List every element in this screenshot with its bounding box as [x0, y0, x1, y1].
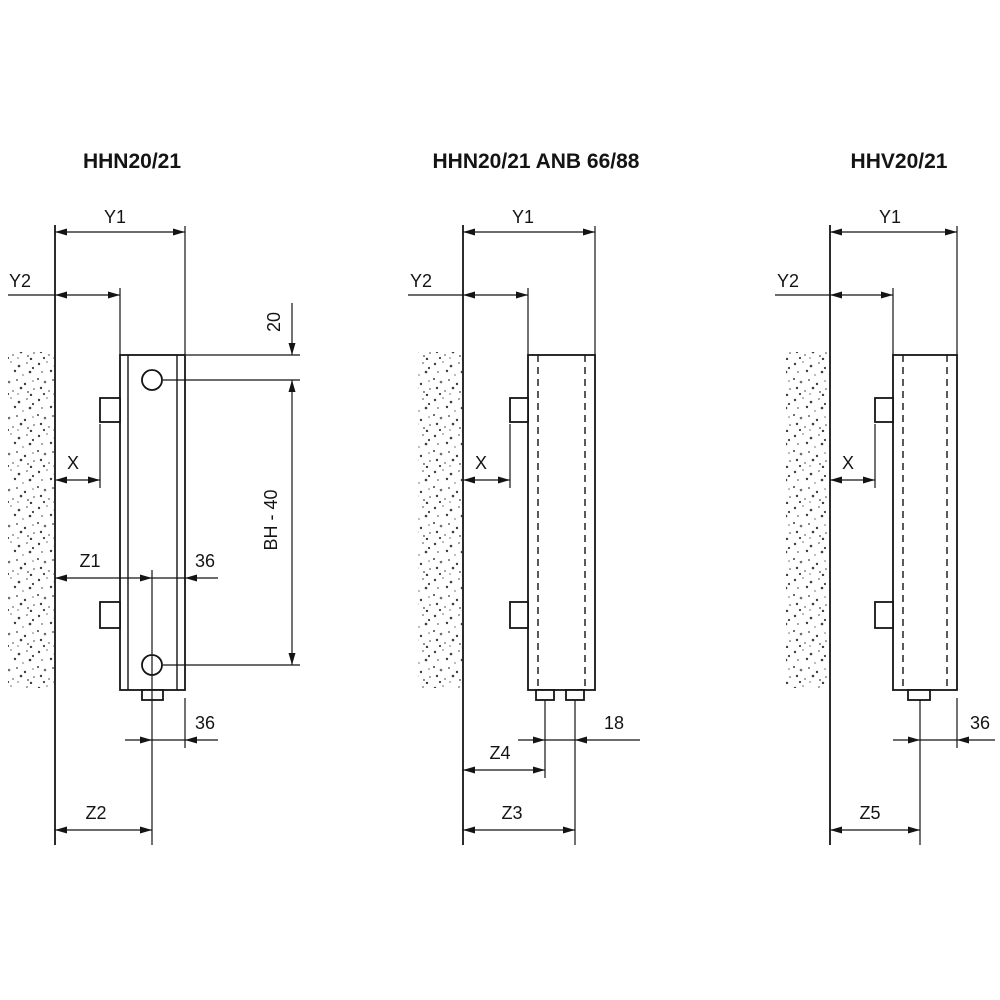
dim-label-y1: Y1 — [104, 207, 126, 227]
dim-label-y1: Y1 — [512, 207, 534, 227]
dim-y2: Y2 — [408, 271, 529, 355]
dim-label-36-lower: 36 — [195, 713, 215, 733]
top-tapping-circle — [141, 369, 163, 391]
dim-label-36-upper: 36 — [195, 551, 215, 571]
dim-label-18: 18 — [604, 713, 624, 733]
dim-z3: Z3 — [463, 803, 575, 834]
wall-bracket-lower — [99, 601, 121, 629]
dim-label-z1: Z1 — [79, 551, 100, 571]
dim-x: X — [830, 424, 876, 488]
wall-texture — [418, 352, 462, 688]
dim-36: 36 — [893, 698, 995, 845]
dim-z4: Z4 — [463, 743, 545, 774]
wall-bracket-upper — [99, 397, 121, 423]
diagram-title: HHN20/21 ANB 66/88 — [433, 150, 640, 173]
radiator-outline — [527, 354, 596, 691]
bottom-connection-stub-right — [565, 689, 585, 701]
diagram-hhn20-21: HHN20/21 Y1 Y2 — [8, 150, 300, 845]
dim-y1: Y1 — [463, 207, 596, 355]
dim-36-lower: 36 — [125, 698, 218, 748]
dim-label-z5: Z5 — [859, 803, 880, 823]
dim-label-y2: Y2 — [410, 271, 432, 291]
dim-label-36: 36 — [970, 713, 990, 733]
dim-label-y2: Y2 — [777, 271, 799, 291]
dim-z2: Z2 — [55, 803, 152, 834]
wall-bracket-upper — [874, 397, 894, 423]
dim-label-z2: Z2 — [85, 803, 106, 823]
dim-z1-and-36: Z1 36 — [55, 551, 218, 845]
dim-x: X — [55, 424, 101, 488]
dim-y2: Y2 — [8, 271, 121, 355]
dim-y1: Y1 — [830, 207, 958, 355]
dim-label-y2: Y2 — [9, 271, 31, 291]
dim-y2: Y2 — [775, 271, 894, 355]
diagram-title: HHN20/21 — [83, 150, 181, 173]
diagram-hhn20-21-anb: HHN20/21 ANB 66/88 Y1 Y2 — [408, 150, 640, 845]
wall-bracket-lower — [509, 601, 529, 629]
radiator-body — [509, 354, 596, 701]
dim-z5: Z5 — [830, 803, 920, 834]
dim-label-x: X — [67, 453, 79, 473]
wall-bracket-upper — [509, 397, 529, 423]
dim-label-height: BH - 40 — [261, 489, 281, 550]
bottom-connection-stub-left — [535, 689, 555, 701]
dim-label-z3: Z3 — [501, 803, 522, 823]
diagram-title: HHV20/21 — [851, 150, 948, 173]
dim-label-x: X — [842, 453, 854, 473]
dim-label-top-offset: 20 — [264, 312, 284, 332]
dim-label-x: X — [475, 453, 487, 473]
wall-texture — [8, 352, 54, 688]
wall-bracket-lower — [874, 601, 894, 629]
radiator-body — [99, 354, 186, 701]
dim-label-z4: Z4 — [489, 743, 510, 763]
dim-x: X — [463, 424, 511, 488]
dim-label-y1: Y1 — [879, 207, 901, 227]
radiator-body — [874, 354, 958, 701]
wall-texture — [786, 352, 828, 688]
dim-top-offset-and-height: 20 BH - 40 — [163, 303, 300, 666]
diagram-hhv20-21: HHV20/21 Y1 Y2 — [775, 150, 995, 845]
dim-y1: Y1 — [55, 207, 186, 355]
bottom-connection-stub — [907, 689, 931, 701]
dim-18: 18 — [518, 700, 640, 845]
